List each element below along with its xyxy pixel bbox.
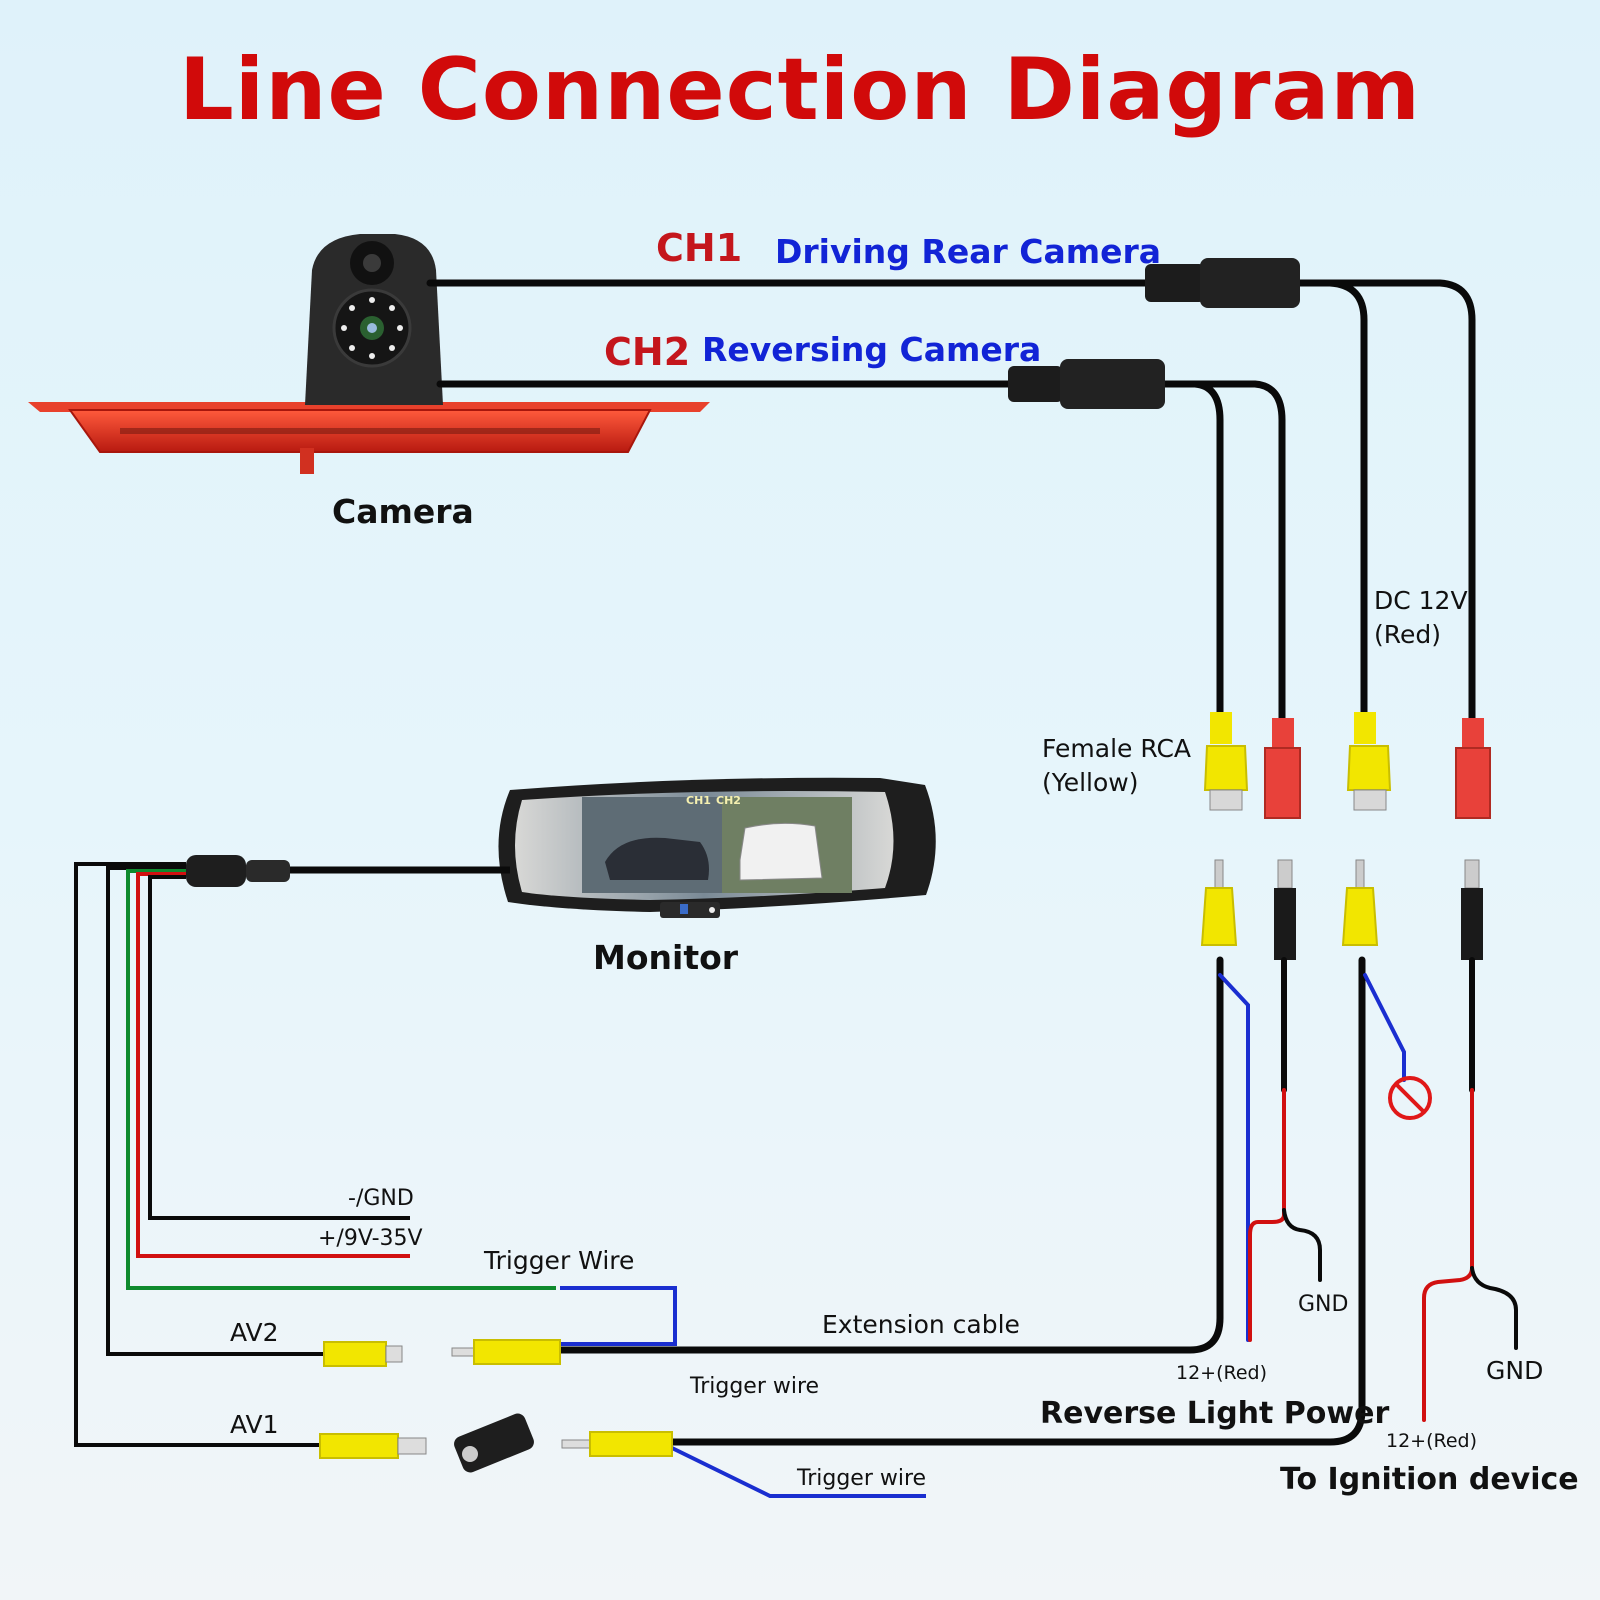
- trigger-wire-label: Trigger Wire: [484, 1246, 635, 1275]
- male-dc-1: [1274, 859, 1296, 960]
- female-rca-color-label: (Yellow): [1042, 768, 1139, 797]
- right-lower-cables: [556, 956, 1518, 1446]
- extension-plug-ch1: [561, 1431, 673, 1457]
- female-rca-label: Female RCA: [1042, 734, 1192, 763]
- female-dc-1: [1264, 718, 1301, 819]
- ch1-name: Driving Rear Camera: [775, 232, 1162, 271]
- trigger-wire-label-3: Trigger wire: [797, 1466, 927, 1491]
- dc12v-color-label: (Red): [1374, 620, 1442, 649]
- ignition-gnd-label: GND: [1486, 1356, 1544, 1385]
- camera-label: Camera: [332, 492, 474, 531]
- male-rca-1: [1200, 859, 1238, 946]
- monitor-wires: [74, 862, 926, 1498]
- no-connect-icon: [1388, 1076, 1432, 1120]
- ch1-splitter: [1145, 258, 1300, 308]
- male-rca-2: [1341, 859, 1379, 946]
- ch2-splitter: [1008, 359, 1165, 409]
- camera-device: [28, 234, 710, 474]
- ch1-label: CH1: [656, 226, 743, 270]
- reverse-plus-label: 12+(Red): [1176, 1362, 1268, 1384]
- ignition-plus-label: 12+(Red): [1386, 1430, 1478, 1452]
- ch2-name: Reversing Camera: [702, 330, 1042, 369]
- ignition-device-label: To Ignition device: [1280, 1462, 1579, 1497]
- monitor-plug: [186, 855, 290, 887]
- female-rca-2: [1346, 712, 1392, 811]
- av1-plug-male: [319, 1433, 427, 1459]
- av2-label: AV2: [230, 1318, 279, 1347]
- trigger-wire-label-2: Trigger wire: [690, 1374, 820, 1399]
- monitor-label: Monitor: [593, 938, 739, 977]
- extension-cable-label: Extension cable: [822, 1310, 1020, 1339]
- page-title: Line Connection Diagram: [178, 40, 1422, 140]
- av1-label: AV1: [230, 1410, 279, 1439]
- monitor-screen-ch1: CH1: [686, 794, 711, 807]
- rca-coupler: [454, 1413, 534, 1473]
- power-wire-label: +/9V-35V: [318, 1226, 423, 1251]
- av2-plug-male: [323, 1341, 403, 1367]
- dc12v-label: DC 12V: [1374, 586, 1468, 615]
- reverse-gnd-label: GND: [1298, 1292, 1349, 1317]
- female-rca-1: [1203, 712, 1249, 811]
- monitor-screen-ch2: CH2: [716, 794, 741, 807]
- reverse-light-power-label: Reverse Light Power: [1040, 1396, 1390, 1431]
- gnd-wire-label: -/GND: [348, 1186, 414, 1211]
- extension-plug-ch2: [451, 1339, 561, 1365]
- ch2-label: CH2: [604, 330, 691, 374]
- camera-cables: [426, 279, 1476, 722]
- female-dc-2: [1455, 718, 1491, 819]
- monitor-device: [498, 777, 936, 918]
- male-dc-2: [1461, 859, 1483, 960]
